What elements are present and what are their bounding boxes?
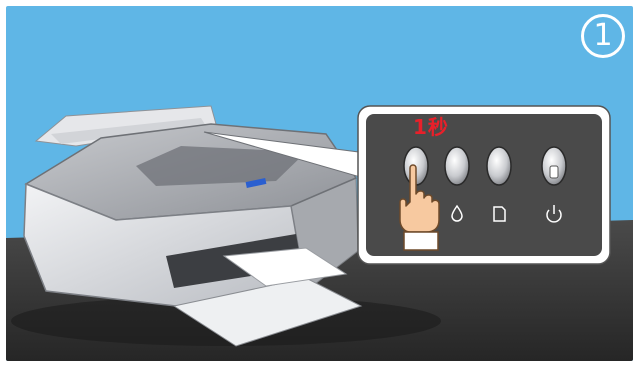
- hold-duration-label: 1秒: [413, 116, 449, 138]
- paper-button[interactable]: [487, 147, 511, 185]
- printer-illustration: 1 1秒: [6, 6, 633, 361]
- step-number-badge: 1: [581, 14, 625, 58]
- control-panel-zoom: [358, 106, 610, 264]
- power-button[interactable]: [542, 147, 566, 185]
- ink-button[interactable]: [445, 147, 469, 185]
